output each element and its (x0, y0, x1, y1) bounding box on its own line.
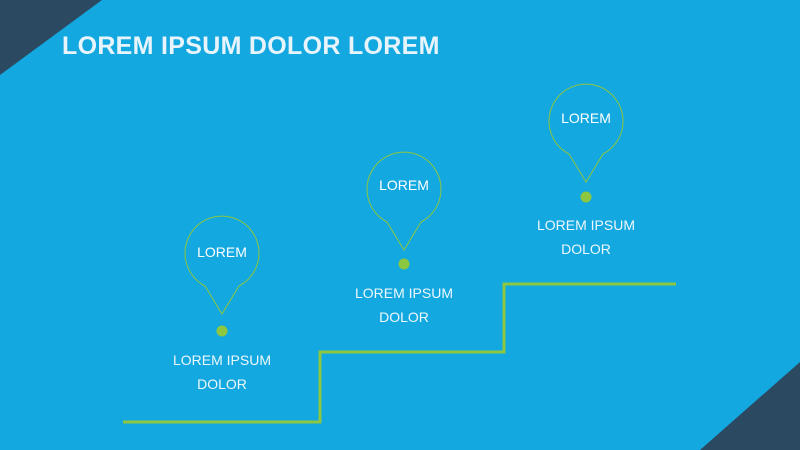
pin-label: LOREM (197, 244, 247, 260)
pin-label: LOREM (379, 177, 429, 193)
corner-bottom-right (700, 362, 800, 450)
location-pin-icon (366, 151, 442, 251)
pin-dot (580, 191, 592, 203)
step-caption: LOREM IPSUM DOLOR (324, 281, 484, 329)
slide-title: LOREM IPSUM DOLOR LOREM (62, 32, 440, 60)
staircase-line (123, 282, 676, 424)
caption-line: DOLOR (197, 376, 247, 392)
caption-line: LOREM IPSUM (354, 285, 453, 301)
pin-dot (398, 258, 410, 270)
location-pin-icon (548, 83, 624, 183)
caption-line: DOLOR (379, 309, 429, 325)
step-caption: LOREM IPSUM DOLOR (506, 213, 666, 261)
location-pin-icon (184, 215, 260, 315)
step-caption: LOREM IPSUM DOLOR (142, 348, 302, 396)
caption-line: DOLOR (561, 241, 611, 257)
pin-label: LOREM (561, 110, 611, 126)
corner-top-left (0, 0, 102, 75)
caption-line: LOREM IPSUM (172, 352, 271, 368)
caption-line: LOREM IPSUM (536, 217, 635, 233)
pin-dot (216, 325, 228, 337)
